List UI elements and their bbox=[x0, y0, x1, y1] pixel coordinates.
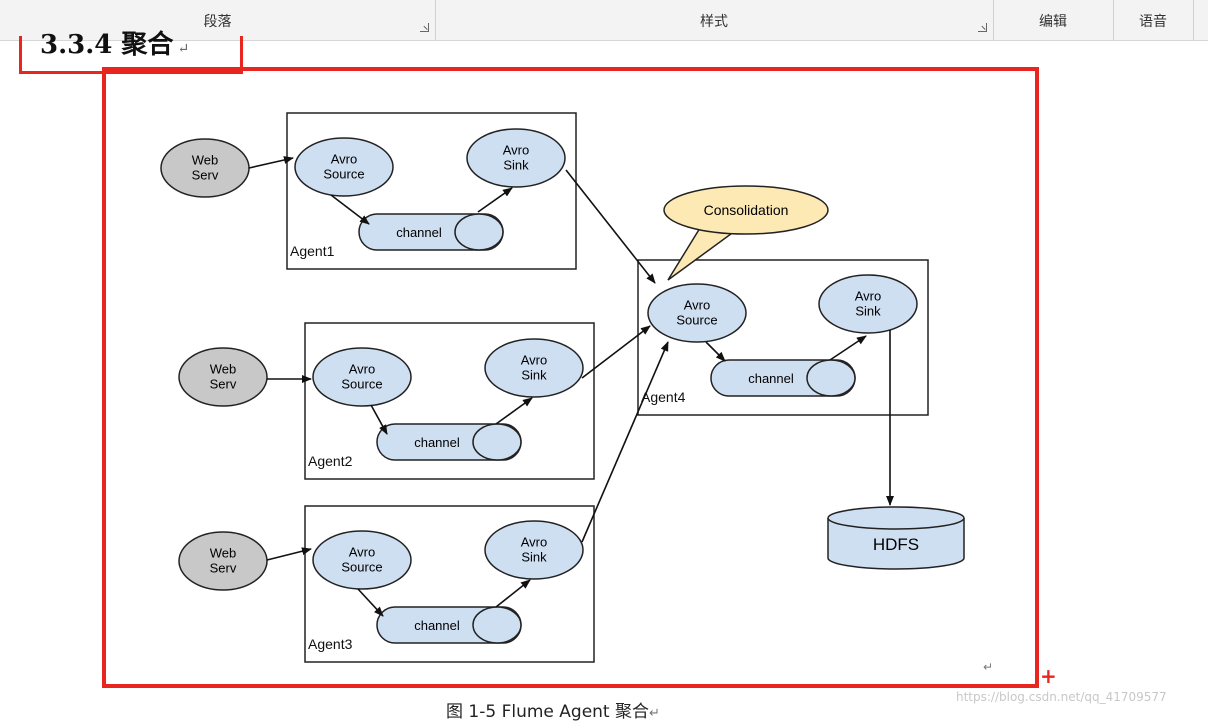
ribbon-editing-label: 编辑 bbox=[1039, 14, 1067, 30]
agent3-box bbox=[304, 505, 595, 663]
hdfs-label: HDFS bbox=[873, 535, 919, 554]
agent4-label: Agent4 bbox=[641, 389, 686, 405]
channel-label: channel bbox=[748, 371, 794, 386]
dialog-launcher-icon[interactable] bbox=[978, 23, 987, 32]
figure-caption[interactable]: 图 1-5 Flume Agent 聚合↵ bbox=[446, 697, 660, 722]
section-heading[interactable]: 3.3.4 聚合↵ bbox=[40, 28, 189, 66]
ribbon-paragraph-label: 段落 bbox=[203, 14, 232, 30]
add-plus-icon[interactable]: + bbox=[1040, 664, 1057, 688]
hdfs-storage: HDFS bbox=[827, 506, 965, 570]
ribbon-voice-label: 语音 bbox=[1139, 14, 1167, 30]
figure-highlight-box bbox=[102, 67, 1039, 688]
channel-1: channel bbox=[358, 213, 504, 251]
consolidation-callout: Consolidation bbox=[663, 185, 829, 281]
arrows bbox=[248, 156, 894, 617]
consolidation-label: Consolidation bbox=[704, 202, 789, 218]
ribbon-styles-label: 样式 bbox=[700, 14, 728, 30]
agent2-box bbox=[304, 322, 595, 480]
heading-text: 3.3.4 聚合 bbox=[40, 30, 174, 60]
paragraph-mark: ↵ bbox=[983, 660, 994, 674]
ribbon-group-styles[interactable]: 样式 bbox=[435, 0, 994, 40]
channel-4: channel bbox=[710, 359, 856, 397]
ribbon-group-paragraph[interactable]: 段落 bbox=[0, 0, 436, 40]
ribbon-bar: 段落 样式 编辑 语音 bbox=[0, 0, 1208, 41]
channel-2: channel bbox=[376, 423, 522, 461]
ribbon-group-editing[interactable]: 编辑 bbox=[993, 0, 1114, 40]
paragraph-mark: ↵ bbox=[177, 41, 190, 57]
agent1-box bbox=[286, 112, 577, 270]
agent3-label: Agent3 bbox=[308, 636, 353, 652]
caption-text: 图 1-5 Flume Agent 聚合 bbox=[446, 702, 649, 722]
agent2-label: Agent2 bbox=[308, 453, 353, 469]
paragraph-mark: ↵ bbox=[649, 706, 660, 721]
channel-label: channel bbox=[396, 225, 442, 240]
agent4-box bbox=[637, 259, 929, 416]
agent1-label: Agent1 bbox=[290, 243, 335, 259]
ribbon-group-voice[interactable]: 语音 bbox=[1113, 0, 1194, 40]
channel-label: channel bbox=[414, 618, 460, 633]
watermark: https://blog.csdn.net/qq_41709577 bbox=[956, 690, 1167, 704]
heading-highlight-box bbox=[19, 36, 243, 74]
channel-label: channel bbox=[414, 435, 460, 450]
dialog-launcher-icon[interactable] bbox=[420, 23, 429, 32]
